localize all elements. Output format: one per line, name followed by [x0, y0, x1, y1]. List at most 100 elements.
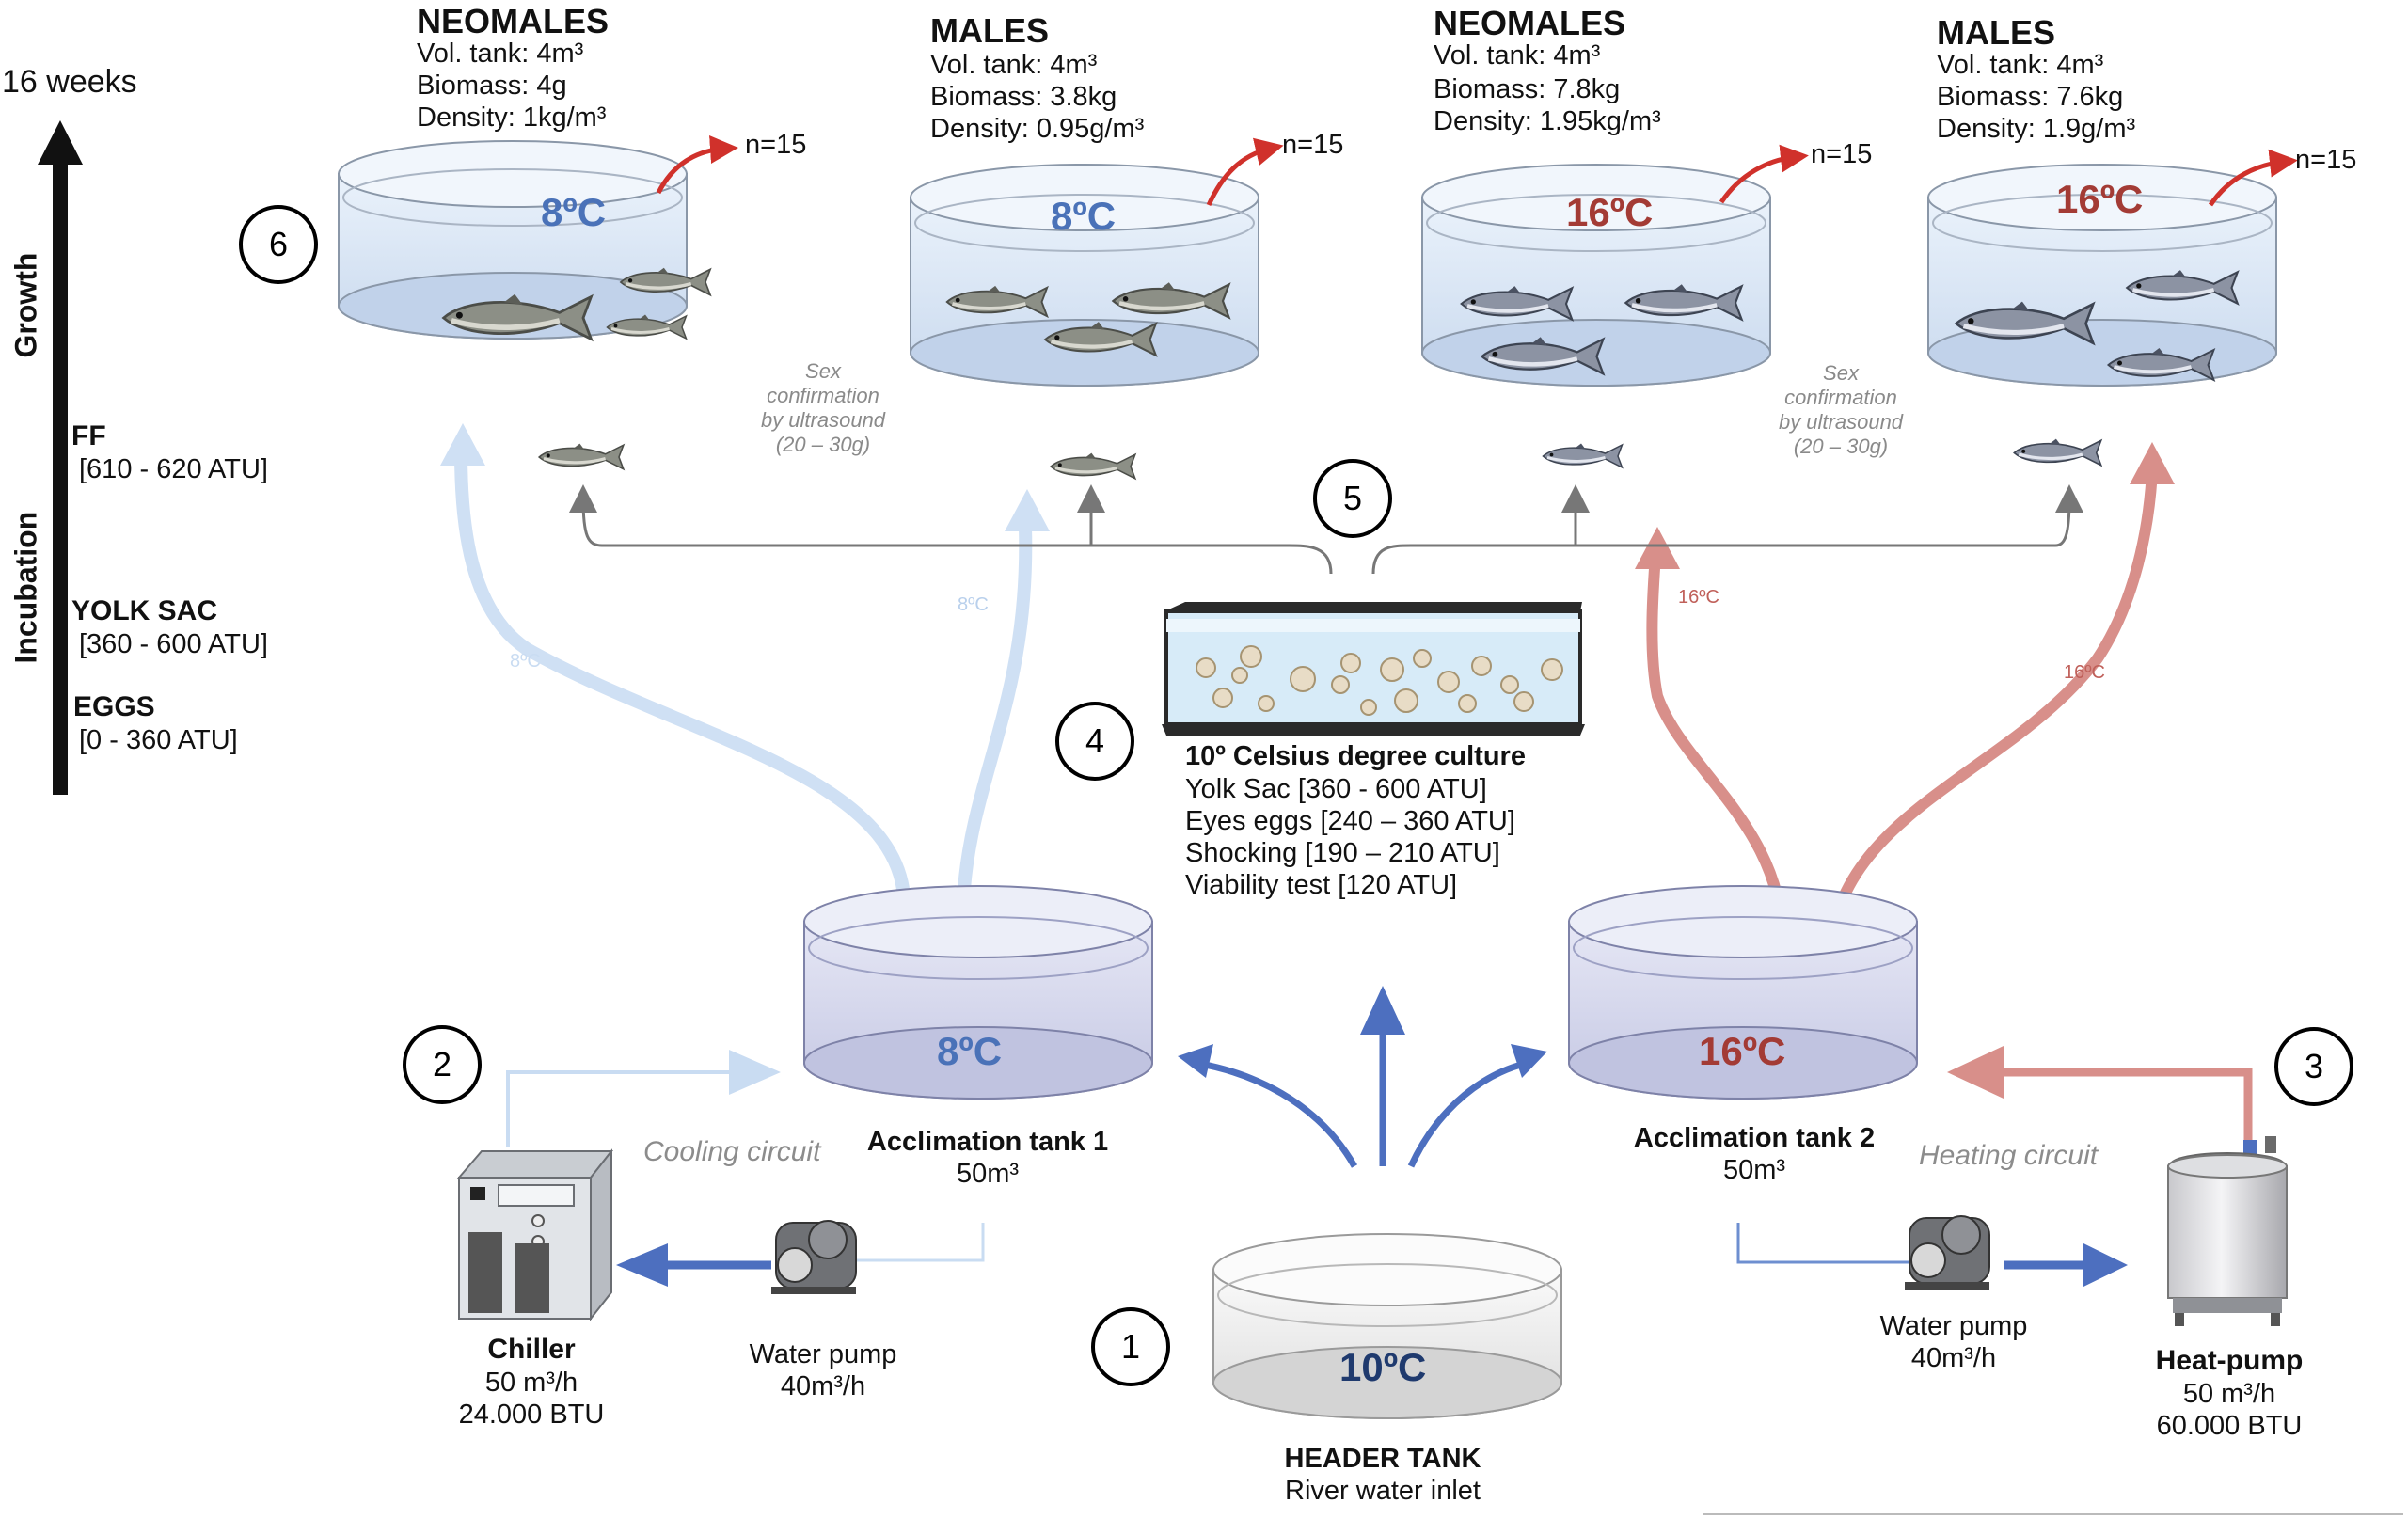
- cold-arrowhead-left: [440, 423, 485, 466]
- culture-line-1: Yolk Sac [360 - 600 ATU]: [1185, 774, 1487, 804]
- acclimation-tank-1: [803, 885, 1153, 1100]
- culture-line-2: Eyes eggs [240 – 360 ATU]: [1185, 806, 1515, 836]
- tank2-vol: Vol. tank: 4m³: [930, 50, 1098, 80]
- header-tank-sub: River water inlet: [1285, 1476, 1481, 1506]
- pump-right-flow: 40m³/h: [1910, 1343, 1997, 1373]
- fry-distribution-lines: [569, 484, 2083, 575]
- chiller-power: 24.000 BTU: [458, 1400, 605, 1430]
- fry-3: [1541, 442, 1624, 469]
- flow-label-cold-mid: 8ºC: [958, 594, 989, 615]
- stage-yolksac-range: [360 - 600 ATU]: [79, 629, 268, 659]
- flow-label-cold-left: 8ºC: [510, 651, 541, 672]
- tank4-vol: Vol. tank: 4m³: [1937, 50, 2104, 80]
- heat-pump-machine: [2167, 1136, 2288, 1326]
- stage-ff-range: [610 - 620 ATU]: [79, 454, 268, 484]
- heat-pump-name: Heat-pump: [2155, 1345, 2304, 1376]
- timeline-arrow: [38, 120, 83, 795]
- step-4-marker: 4: [1055, 702, 1134, 781]
- pump-left-name: Water pump: [749, 1339, 897, 1369]
- header-tank: [1212, 1233, 1562, 1419]
- stage-eggs-name: EGGS: [73, 691, 155, 722]
- sex-note-left-l3: by ultrasound: [760, 408, 886, 432]
- sex-note-right-l2: confirmation: [1784, 386, 1897, 409]
- acclimation-2-temp: 16ºC: [1699, 1029, 1786, 1073]
- tank3-biomass: Biomass: 7.8kg: [1434, 74, 1621, 104]
- arrowhead-to-tank-1: [1178, 1044, 1213, 1078]
- acclimation-1-name: Acclimation tank 1: [866, 1127, 1109, 1157]
- sex-note-left-l1: Sex: [805, 359, 841, 383]
- sex-confirmation-note-left: Sex confirmation by ultrasound (20 – 30g…: [752, 359, 894, 457]
- tank1-vol: Vol. tank: 4m³: [417, 39, 584, 69]
- header-tank-temp: 10ºC: [1339, 1345, 1427, 1389]
- chiller-machine: [456, 1148, 614, 1321]
- arrowhead-to-tank-2: [1511, 1044, 1547, 1078]
- tank3-sample-n: n=15: [1811, 139, 1873, 169]
- step-2-marker: 2: [403, 1025, 482, 1104]
- tank2-density: Density: 0.95g/m³: [930, 114, 1145, 144]
- heating-circuit-lines: [1736, 1068, 2253, 1270]
- tank1-title: NEOMALES: [417, 2, 610, 40]
- fry-4: [2012, 437, 2103, 467]
- tank1-density: Density: 1kg/m³: [417, 103, 607, 133]
- tank2-title: MALES: [930, 11, 1049, 50]
- sex-note-right-l3: by ultrasound: [1778, 410, 1904, 434]
- stage-ff-name: FF: [71, 420, 106, 451]
- step-3-marker: 3: [2274, 1027, 2353, 1106]
- acclimation-2-name: Acclimation tank 2: [1633, 1123, 1876, 1153]
- tank4-sample-n: n=15: [2295, 145, 2357, 175]
- tank3-title: NEOMALES: [1434, 4, 1626, 42]
- acclimation-1-temp: 8ºC: [937, 1029, 1003, 1073]
- acclimation-tank-2: [1568, 885, 1918, 1100]
- sex-note-left-l2: confirmation: [767, 384, 879, 407]
- grow-tank-males-16c: [1927, 164, 2277, 387]
- pump-left-flow: 40m³/h: [780, 1371, 866, 1401]
- water-pump-right: [1905, 1215, 1990, 1290]
- tank2-sample-n: n=15: [1282, 130, 1344, 160]
- timeline-top-label: 16 weeks: [2, 64, 137, 100]
- sex-confirmation-note-right: Sex confirmation by ultrasound (20 – 30g…: [1770, 361, 1911, 459]
- acclimation-1-vol: 50m³: [956, 1159, 1020, 1189]
- tank1-temp: 8ºC: [541, 190, 607, 234]
- heating-circuit-label: Heating circuit: [1919, 1140, 2099, 1171]
- step-1-marker: 1: [1091, 1307, 1170, 1386]
- fry-2: [1049, 451, 1137, 481]
- tank1-sample-n: n=15: [745, 130, 807, 160]
- tank3-vol: Vol. tank: 4m³: [1434, 40, 1601, 71]
- chiller-flow: 50 m³/h: [484, 1368, 578, 1398]
- step-6-marker: 6: [239, 205, 318, 284]
- chiller-name: Chiller: [487, 1334, 576, 1365]
- tank4-density: Density: 1.9g/m³: [1937, 114, 2136, 144]
- tank4-biomass: Biomass: 7.6kg: [1937, 82, 2124, 112]
- culture-title: 10º Celsius degree culture: [1185, 741, 1526, 771]
- cold-flow-arrows: [454, 451, 1033, 891]
- culture-tank: [1162, 602, 1585, 736]
- fry-1: [537, 442, 626, 471]
- warm-arrowhead-right: [2130, 442, 2175, 484]
- arrowhead-up: [1360, 986, 1405, 1035]
- cooling-circuit-label: Cooling circuit: [643, 1136, 821, 1167]
- cooling-circuit-lines: [506, 1070, 985, 1270]
- tank4-temp: 16ºC: [2056, 177, 2144, 221]
- chiller-arrowhead: [616, 1243, 668, 1287]
- pump-right-name: Water pump: [1879, 1311, 2028, 1341]
- tank2-temp: 8ºC: [1051, 194, 1117, 238]
- warm-arrowhead-mid: [1635, 527, 1680, 569]
- flow-label-warm-right: 16ºC: [2064, 662, 2105, 683]
- tank2-biomass: Biomass: 3.8kg: [930, 82, 1117, 112]
- grow-tank-neomales-16c: [1421, 164, 1771, 387]
- flow-label-warm-mid: 16ºC: [1678, 587, 1719, 608]
- stage-eggs-range: [0 - 360 ATU]: [79, 725, 238, 755]
- header-distribution-arrows: [1194, 1025, 1529, 1168]
- grow-tank-neomales-8c: [338, 140, 712, 339]
- heatpump-arrowhead: [2083, 1243, 2128, 1287]
- culture-line-3: Shocking [190 – 210 ATU]: [1185, 838, 1500, 868]
- heat-pump-power: 60.000 BTU: [2156, 1411, 2303, 1441]
- cooling-arrowhead: [729, 1050, 781, 1095]
- tank4-title: MALES: [1937, 13, 2055, 52]
- acclimation-2-vol: 50m³: [1722, 1155, 1786, 1185]
- cold-arrowhead-mid: [1005, 489, 1050, 531]
- phase-growth-label: Growth: [8, 252, 43, 358]
- tank3-density: Density: 1.95kg/m³: [1434, 106, 1661, 136]
- tank1-biomass: Biomass: 4g: [417, 71, 567, 101]
